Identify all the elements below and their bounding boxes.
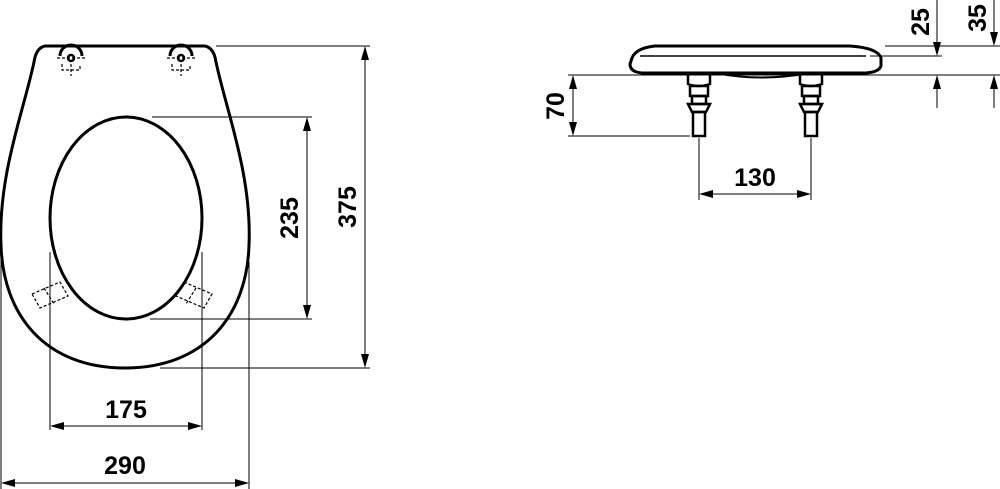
dim-175-label: 175 xyxy=(105,396,147,424)
hinge-hole-left xyxy=(57,43,85,76)
dimension-total-height: 35 xyxy=(964,0,998,108)
hinge-left xyxy=(685,73,713,138)
dim-70-label: 70 xyxy=(542,92,570,120)
seat-top-view: 375 235 175 290 xyxy=(0,43,370,489)
dim-375-label: 375 xyxy=(334,186,362,228)
seat-inner-opening xyxy=(48,115,204,321)
dimension-width-outer: 290 xyxy=(1,452,249,487)
hinge-right xyxy=(797,73,825,138)
dim-290-label: 290 xyxy=(104,452,146,480)
dimension-length-outer: 375 xyxy=(334,46,369,368)
buffer-left xyxy=(31,281,69,309)
dimension-seat-height: 25 xyxy=(907,0,941,108)
dim-235-label: 235 xyxy=(276,197,304,239)
buffer-right xyxy=(175,281,213,309)
seat-side-profile xyxy=(628,44,883,75)
dimension-hinge-height: 70 xyxy=(542,75,577,136)
hinge-hole-right xyxy=(167,43,195,76)
dimension-length-inner: 235 xyxy=(276,117,311,319)
seat-outer-outline xyxy=(0,44,251,370)
dimension-width-inner: 175 xyxy=(50,396,202,430)
seat-side-view: 70 130 25 35 xyxy=(542,0,1000,200)
dimension-hinge-spacing: 130 xyxy=(699,164,811,198)
dim-35-label: 35 xyxy=(964,4,992,32)
dim-130-label: 130 xyxy=(734,164,776,192)
dim-25-label: 25 xyxy=(907,8,935,36)
